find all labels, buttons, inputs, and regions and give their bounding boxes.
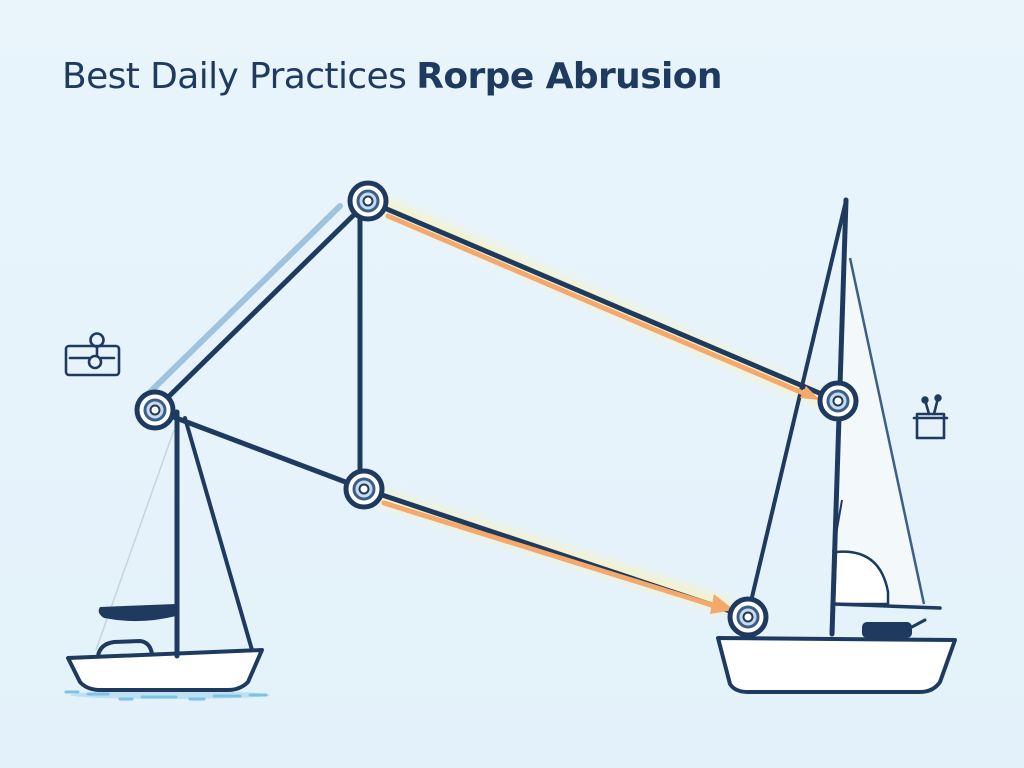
left-sailboat (64, 409, 270, 701)
rope-top-to-right (365, 198, 841, 404)
title-regular: Best Daily Practices (62, 56, 407, 97)
left-boat-sail-leech (183, 416, 254, 652)
title-bold: Rorpe Abrusion (416, 56, 722, 97)
pulley-left (134, 389, 176, 431)
left-boat-boom-cover (98, 604, 176, 622)
right-boat-mainsail (833, 222, 922, 604)
rope-left-to-mid (152, 407, 367, 492)
rope-clip-icon (64, 332, 121, 377)
right-boat-boom (832, 602, 942, 610)
right-sailboat (716, 197, 957, 694)
abrasion-line-lower (381, 500, 715, 608)
right-boat-deck-line (908, 618, 927, 630)
right-boat-cabin-hatch (862, 622, 912, 638)
arrowhead-lower (710, 594, 734, 614)
arrowhead-upper (800, 386, 820, 400)
rope-left-to-top (152, 198, 371, 413)
right-boat-sail-line (832, 499, 843, 553)
pulley-right (817, 380, 859, 422)
pulley-middle (343, 468, 385, 510)
right-boat-forestay (746, 203, 847, 616)
abrasion-line-upper (385, 213, 813, 399)
right-boat-hull (716, 636, 957, 694)
rope-glow-group (377, 198, 825, 612)
rope-light-segment (147, 203, 343, 395)
bucket-icon (912, 394, 949, 440)
navy-ropes (152, 198, 841, 620)
left-boat-hull (66, 648, 264, 692)
pulley-top (347, 180, 389, 222)
pulley-bottom (727, 596, 769, 638)
right-boat-sail-edge (848, 257, 926, 605)
right-boat-sail-panel (832, 550, 890, 606)
water-ripples (64, 690, 268, 701)
abrasion-highlights (381, 213, 820, 614)
left-boat-cabin (96, 638, 154, 658)
